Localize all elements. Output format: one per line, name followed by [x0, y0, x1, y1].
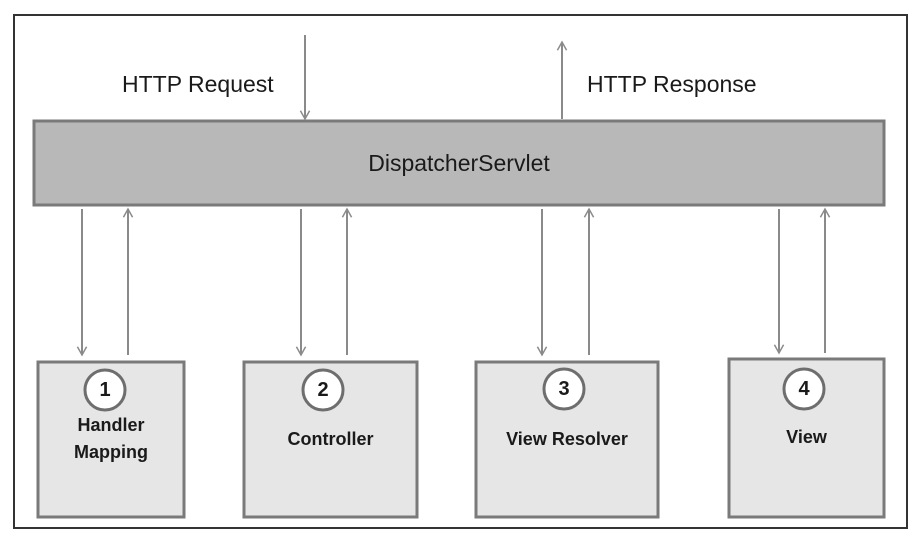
step-2-circle [301, 368, 345, 412]
http-request-label: HTTP Request [122, 71, 274, 97]
handler-mapping-label: Handler Mapping [74, 415, 148, 462]
step-1-circle [83, 368, 127, 412]
dispatcher-servlet-label: DispatcherServlet [368, 150, 550, 176]
view-label: View [786, 427, 827, 447]
step-1-number: 1 [99, 379, 111, 401]
dispatcher-servlet-box [32, 119, 886, 207]
step-4-circle [782, 367, 826, 411]
controller-label: Controller [287, 429, 374, 449]
http-response-label: HTTP Response [587, 71, 757, 97]
step-3-circle [542, 367, 586, 411]
step-2-number: 2 [317, 379, 329, 401]
step-3-number: 3 [558, 378, 570, 400]
view-resolver-label: View Resolver [506, 429, 628, 449]
step-4-number: 4 [798, 378, 810, 400]
